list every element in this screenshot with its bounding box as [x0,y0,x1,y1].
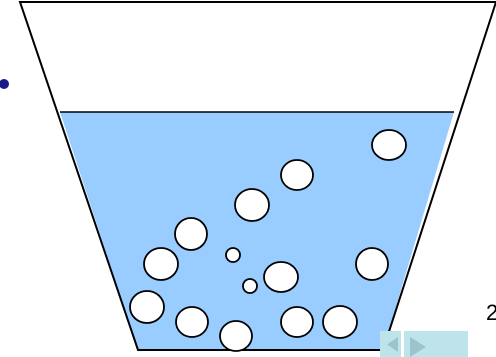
bubble [280,159,314,191]
bubble [143,247,179,281]
next-arrow-icon [410,337,426,357]
bubble-group [129,129,407,352]
bubble [242,278,258,294]
bubble [174,217,208,251]
bubble [225,247,241,263]
next-slide-button[interactable] [404,331,468,357]
bullet-marker [0,79,9,89]
water-body [60,112,454,350]
page-number: 2 [486,300,496,325]
bubble [129,290,165,324]
bubble [234,188,270,222]
previous-slide-button[interactable] [380,331,401,357]
bubble [175,306,209,338]
bubble [355,247,389,281]
previous-arrow-icon [387,337,398,352]
bubble [263,261,299,293]
bubble [371,129,407,161]
bubble [322,305,358,339]
bubble [219,320,253,352]
bubble [280,306,314,338]
